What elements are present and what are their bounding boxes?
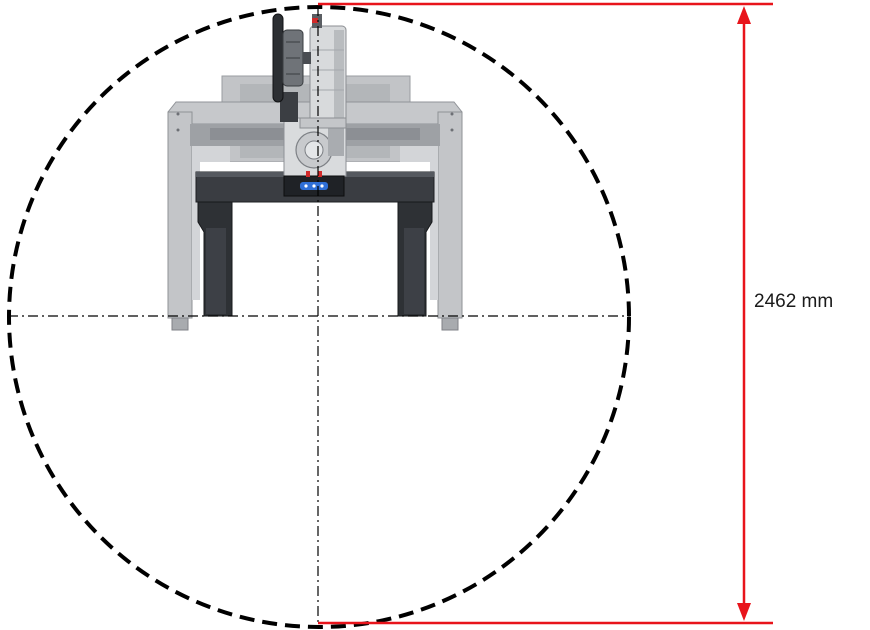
machine-illustration bbox=[167, 13, 463, 331]
rivet-right-2 bbox=[450, 112, 454, 116]
foot-left bbox=[171, 317, 189, 331]
rivet-left-2 bbox=[176, 112, 180, 116]
gearbox-side bbox=[328, 126, 344, 156]
swing-circle bbox=[7, 5, 631, 629]
rivet-left-1 bbox=[176, 128, 180, 132]
motor-red-marker bbox=[312, 18, 318, 23]
hand-wheel-shaft bbox=[303, 52, 311, 64]
gearbox-hub-inner bbox=[304, 140, 324, 160]
indicator-dot-3 bbox=[320, 184, 324, 188]
frame-left-leg bbox=[167, 111, 193, 319]
hand-wheel-rim bbox=[272, 13, 284, 103]
dark-arm-left-face bbox=[206, 228, 226, 314]
dimension-arrow-top bbox=[737, 6, 751, 24]
indicator-red-tab-2 bbox=[318, 171, 322, 177]
dimension-annotation bbox=[318, 2, 773, 625]
indicator-red-tab bbox=[306, 171, 310, 177]
coupling-block bbox=[280, 92, 298, 122]
dark-arm-right-face bbox=[404, 228, 424, 314]
indicator-dot-2 bbox=[312, 184, 316, 188]
frame-right-leg bbox=[437, 111, 463, 319]
dimension-label: 2462 mm bbox=[754, 291, 834, 312]
dimension-arrow-bottom bbox=[737, 603, 751, 621]
motor-shade bbox=[334, 30, 344, 124]
rivet-right-1 bbox=[450, 128, 454, 132]
foot-right bbox=[441, 317, 459, 331]
motor-flange bbox=[299, 117, 347, 129]
indicator-dot-1 bbox=[304, 184, 308, 188]
